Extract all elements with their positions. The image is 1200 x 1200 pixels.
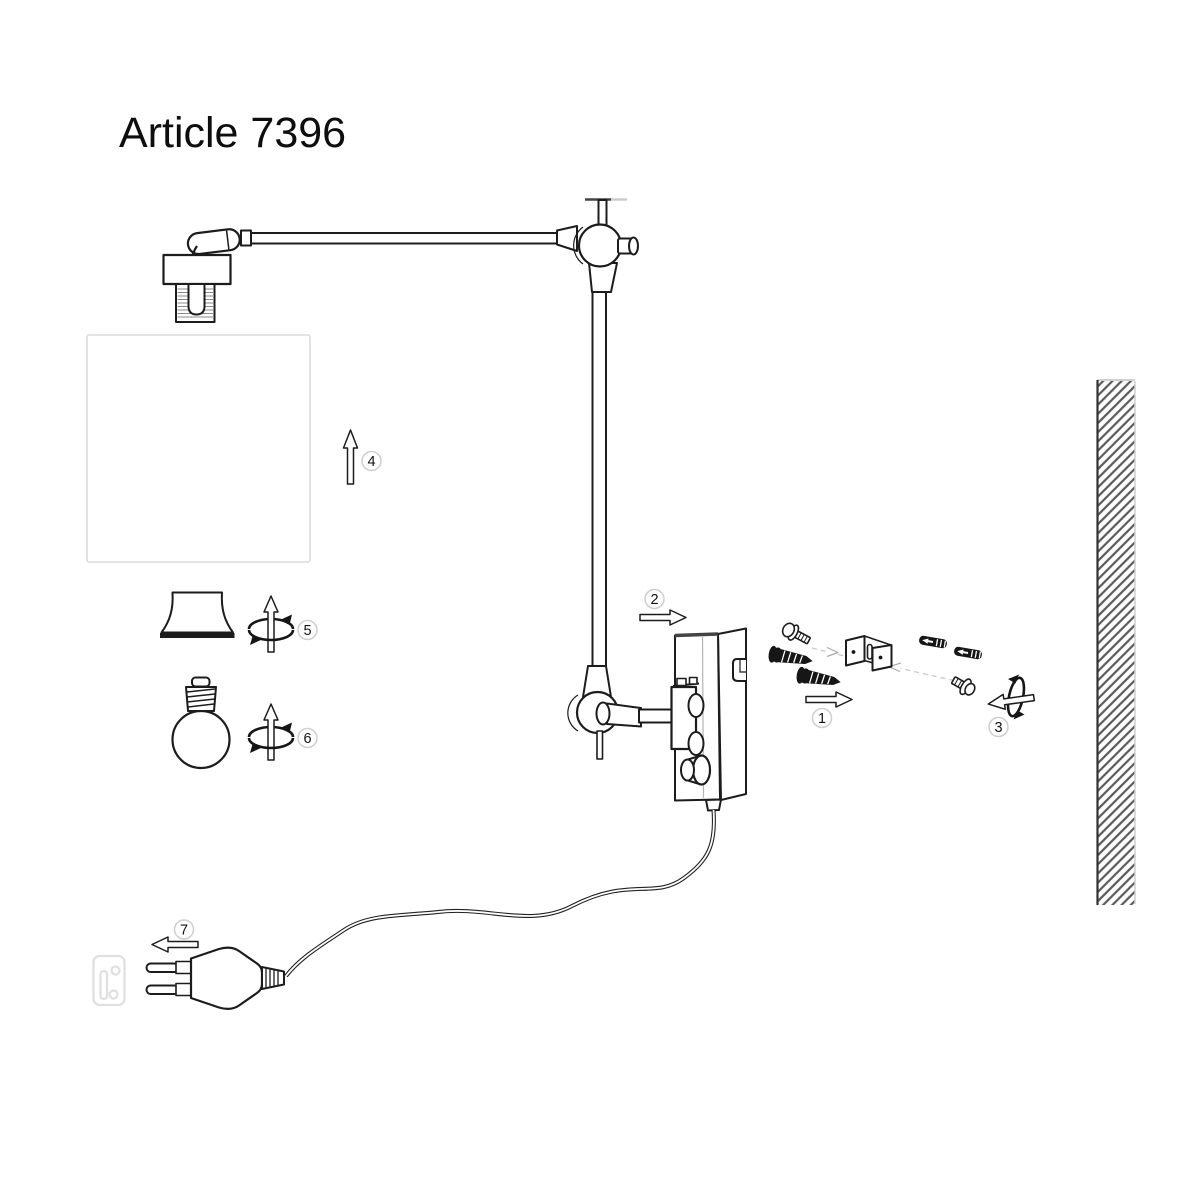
shade-ring-part (160, 591, 235, 638)
step-4-marker: 4 (342, 429, 382, 485)
step-5-rotation-arc (247, 629, 295, 642)
power-plug-part (145, 946, 285, 1010)
bracket-slot (866, 643, 873, 660)
step-7-marker: 7 (151, 919, 199, 953)
cord-exit-tab (705, 798, 722, 812)
step-1-number: 1 (818, 711, 826, 727)
guide-arrowhead-left (826, 646, 839, 658)
step-6-marker: 6 (247, 703, 318, 761)
bracket-left-plate (845, 635, 866, 667)
step-1-arrow-right (805, 691, 853, 708)
step-3-arrow-left (987, 693, 1036, 711)
step-3-number: 3 (994, 720, 1002, 736)
step-2-marker: 2 (639, 588, 687, 626)
step-5-badge (297, 619, 318, 641)
step-3-badge (988, 716, 1009, 738)
vertical-rod (591, 289, 607, 669)
step-5-arrow-up (263, 595, 279, 653)
box-side-face (717, 627, 747, 801)
joint-arm-tube (638, 708, 676, 724)
step-2-arrow-right (639, 609, 687, 626)
arm-ferrule-right (556, 225, 578, 252)
step-4-number: 4 (367, 454, 375, 470)
wall-switch-box (670, 627, 747, 812)
lamp-fixture (162, 198, 747, 978)
step-1-marker: 1 (805, 691, 853, 729)
lower-pin (596, 730, 604, 760)
step-4-badge (361, 450, 382, 472)
plug-pin-top (145, 962, 180, 973)
bracket-hole-right (878, 655, 883, 660)
lamp-socket (162, 253, 232, 323)
switch-knob-base (691, 754, 712, 786)
arm-tube (248, 232, 558, 245)
wall-hatch-area (1097, 380, 1135, 905)
wall-cross-section (1096, 379, 1136, 905)
step-2-number: 2 (650, 592, 658, 608)
step-1-badge (811, 707, 833, 729)
bracket-hole-left (851, 650, 856, 654)
swing-arm (186, 225, 578, 268)
step-6-number: 6 (303, 731, 311, 747)
upper-elbow-joint (573, 223, 639, 268)
wood-screw-1 (768, 645, 813, 664)
arm-ferrule-left (240, 229, 252, 247)
power-cord (284, 809, 716, 978)
lower-elbow-joint (567, 665, 676, 760)
light-bulb-part (171, 676, 231, 770)
step-5-marker: 5 (247, 595, 318, 653)
step-7-arrow-left (151, 936, 199, 953)
step-5-number: 5 (303, 623, 311, 639)
step-3-marker: 3 (987, 674, 1036, 738)
step-7-badge (173, 919, 195, 940)
socket-cap (162, 253, 232, 286)
plug-pin-bottom (145, 984, 180, 995)
bulb-globe (171, 709, 231, 770)
wall-bracket (845, 635, 893, 672)
terminal-screw (676, 677, 687, 687)
step-6-arrow-up (263, 703, 279, 761)
wall-plug-1 (919, 635, 947, 649)
step-6-badge (297, 727, 318, 749)
upper-joint-disc (577, 223, 623, 268)
lampshade-outline (86, 334, 311, 563)
step-2-badge (644, 588, 665, 610)
joint-arm-cap (595, 701, 611, 726)
machine-screw (781, 622, 811, 645)
switch-knob (680, 758, 695, 782)
mount-thumbscrew-top (687, 693, 705, 718)
wood-screw-2 (796, 666, 841, 685)
plug-body (189, 946, 264, 1010)
machine-screw-2 (951, 676, 976, 696)
bulb-tip-cap (191, 676, 211, 688)
joint-arm-taper (606, 702, 642, 728)
plug-strain-relief (261, 966, 285, 990)
socket-inner-slot (187, 283, 206, 316)
step-6-rotation-arc (247, 737, 295, 750)
step-7-number: 7 (180, 923, 188, 939)
step-4-arrow-up (342, 429, 359, 485)
mount-thumbscrew-bottom (687, 731, 705, 756)
wall-socket-outline (92, 954, 126, 1007)
page-title: Article 7396 (119, 109, 346, 157)
wall-plug-2 (954, 646, 982, 660)
mounting-hardware (768, 622, 982, 696)
